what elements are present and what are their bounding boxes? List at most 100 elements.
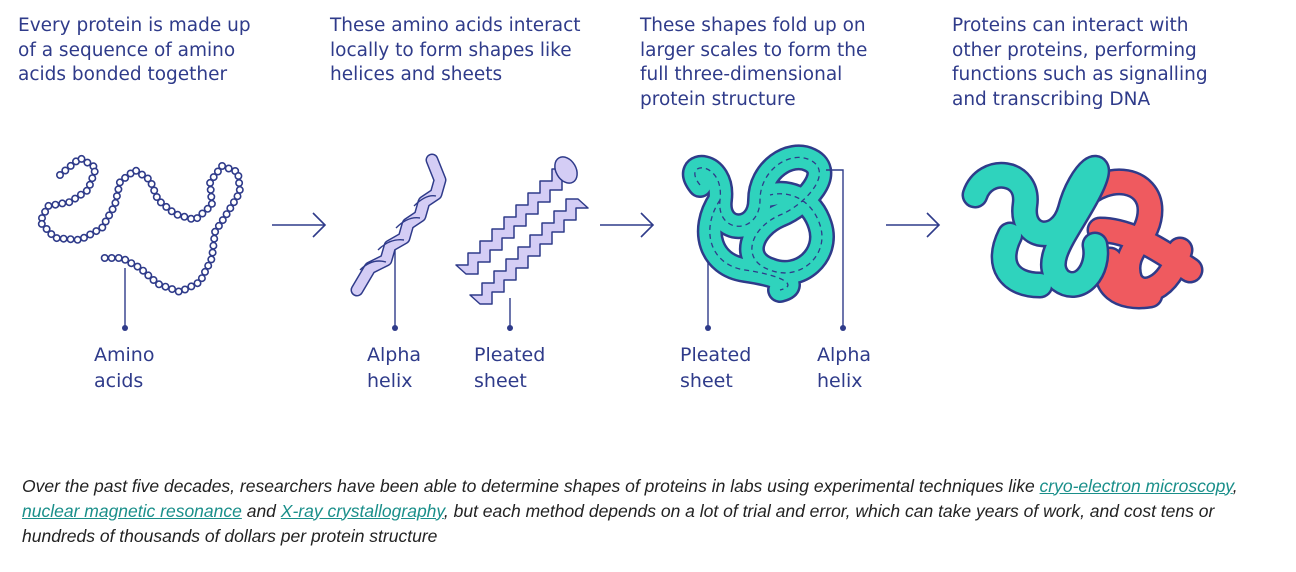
amino-acid-bead: [90, 167, 99, 176]
amino-acid-bead: [85, 180, 94, 189]
footer-text: , but each method depends on a lot of tr…: [22, 500, 1215, 546]
folded-protein: [682, 144, 835, 303]
footer-text: and: [241, 500, 281, 521]
amino-acid-bead: [207, 192, 216, 201]
amino-acid-bead: [161, 282, 170, 291]
amino-acid-bead: [73, 235, 82, 244]
amino-acid-bead: [180, 212, 189, 221]
amino-acid-bead: [173, 210, 182, 219]
amino-acid-bead: [143, 174, 152, 183]
amino-acid-bead: [193, 279, 202, 288]
amino-acid-bead: [208, 248, 217, 257]
link-nuclear-magnetic-resonance[interactable]: nuclear magnetic resonance: [22, 500, 242, 521]
amino-acid-bead: [83, 158, 92, 167]
amino-acid-bead: [58, 199, 67, 208]
amino-acid-bead: [218, 216, 227, 225]
amino-acid-bead: [100, 254, 109, 263]
amino-acid-bead: [210, 234, 219, 243]
alpha-helix: [350, 153, 447, 297]
amino-acid-bead: [152, 193, 161, 202]
amino-acid-bead: [224, 164, 233, 173]
amino-acid-chain: [37, 154, 244, 296]
amino-acid-bead: [65, 198, 74, 207]
amino-acid-bead: [206, 185, 215, 194]
amino-acid-bead: [133, 262, 142, 271]
amino-acid-bead: [201, 267, 210, 276]
amino-acid-bead: [147, 180, 156, 189]
amino-acid-bead: [107, 254, 116, 263]
amino-acid-bead: [204, 261, 213, 270]
amino-acid-bead: [44, 201, 53, 210]
amino-acid-bead: [187, 282, 196, 291]
amino-acid-bead: [203, 204, 212, 213]
amino-acid-bead: [92, 227, 101, 236]
footer-paragraph: Over the past five decades, researchers …: [22, 474, 1242, 549]
amino-acid-bead: [82, 186, 91, 195]
amino-acid-bead: [41, 207, 50, 216]
amino-acid-bead: [88, 174, 97, 183]
pointer-dot-alpha-helix-1: [392, 325, 398, 331]
link-cryo-electron-microscopy[interactable]: cryo-electron microscopy: [1039, 475, 1233, 496]
diagram-illustration: [37, 144, 1204, 331]
amino-acid-bead: [114, 185, 123, 194]
amino-acid-bead: [127, 259, 136, 268]
footer-text: ,: [1232, 475, 1238, 496]
amino-acid-bead: [207, 255, 216, 264]
amino-acid-bead: [144, 271, 153, 280]
amino-acid-bead: [138, 170, 147, 179]
interacting-proteins: [961, 154, 1204, 310]
amino-acid-bead: [132, 166, 141, 175]
arrow-1: [272, 212, 327, 238]
amino-acid-bead: [209, 173, 218, 182]
amino-acid-bead: [115, 178, 124, 187]
amino-acid-bead: [168, 285, 177, 294]
amino-acid-bead: [77, 154, 86, 163]
amino-acid-bead: [162, 202, 171, 211]
amino-acid-bead: [105, 211, 114, 220]
amino-acid-bead: [209, 241, 218, 250]
amino-acid-bead: [71, 194, 80, 203]
amino-acid-bead: [55, 171, 64, 180]
amino-acid-bead: [150, 186, 159, 195]
label-alpha-helix-2: Alpha helix: [817, 344, 872, 392]
label-pleated-sheet-1: Pleated sheet: [474, 344, 546, 392]
pointer-dot-pleated-sheet-1: [507, 325, 513, 331]
arrow-2: [600, 212, 655, 238]
amino-acid-bead: [198, 209, 207, 218]
amino-acid-bead: [222, 210, 231, 219]
amino-acid-bead: [76, 190, 85, 199]
amino-acid-bead: [234, 172, 243, 181]
amino-acid-bead: [101, 217, 110, 226]
amino-acid-bead: [86, 230, 95, 239]
caption-interaction: Proteins can interact with other protein…: [952, 15, 1208, 110]
amino-acid-bead: [108, 205, 117, 214]
amino-acid-bead: [197, 274, 206, 283]
amino-acid-bead: [51, 200, 60, 209]
amino-acid-bead: [114, 254, 123, 263]
amino-acid-bead: [111, 198, 120, 207]
amino-acid-bead: [61, 166, 70, 175]
amino-acid-bead: [235, 179, 244, 188]
label-alpha-helix-1: Alpha helix: [367, 344, 422, 392]
link-x-ray-crystallography[interactable]: X-ray crystallography: [280, 500, 444, 521]
amino-acid-bead: [214, 221, 223, 230]
amino-acid-bead: [98, 223, 107, 232]
label-amino-acids: Amino acids: [94, 344, 155, 392]
amino-acid-bead: [37, 219, 46, 228]
amino-acid-bead: [149, 275, 158, 284]
pointer-dot-pleated-sheet-2: [705, 325, 711, 331]
amino-acid-bead: [233, 192, 242, 201]
amino-acid-bead: [121, 173, 130, 182]
amino-acid-bead: [229, 198, 238, 207]
amino-acid-bead: [218, 162, 227, 171]
amino-acid-bead: [59, 234, 68, 243]
caption-folding: These shapes fold up on larger scales to…: [640, 15, 868, 110]
label-pleated-sheet-2: Pleated sheet: [680, 344, 752, 392]
amino-acid-bead: [155, 280, 164, 289]
amino-acid-bead: [121, 255, 130, 264]
amino-acid-bead: [174, 287, 183, 296]
amino-acid-bead: [156, 198, 165, 207]
amino-acid-bead: [112, 192, 121, 201]
amino-acid-bead: [226, 204, 235, 213]
